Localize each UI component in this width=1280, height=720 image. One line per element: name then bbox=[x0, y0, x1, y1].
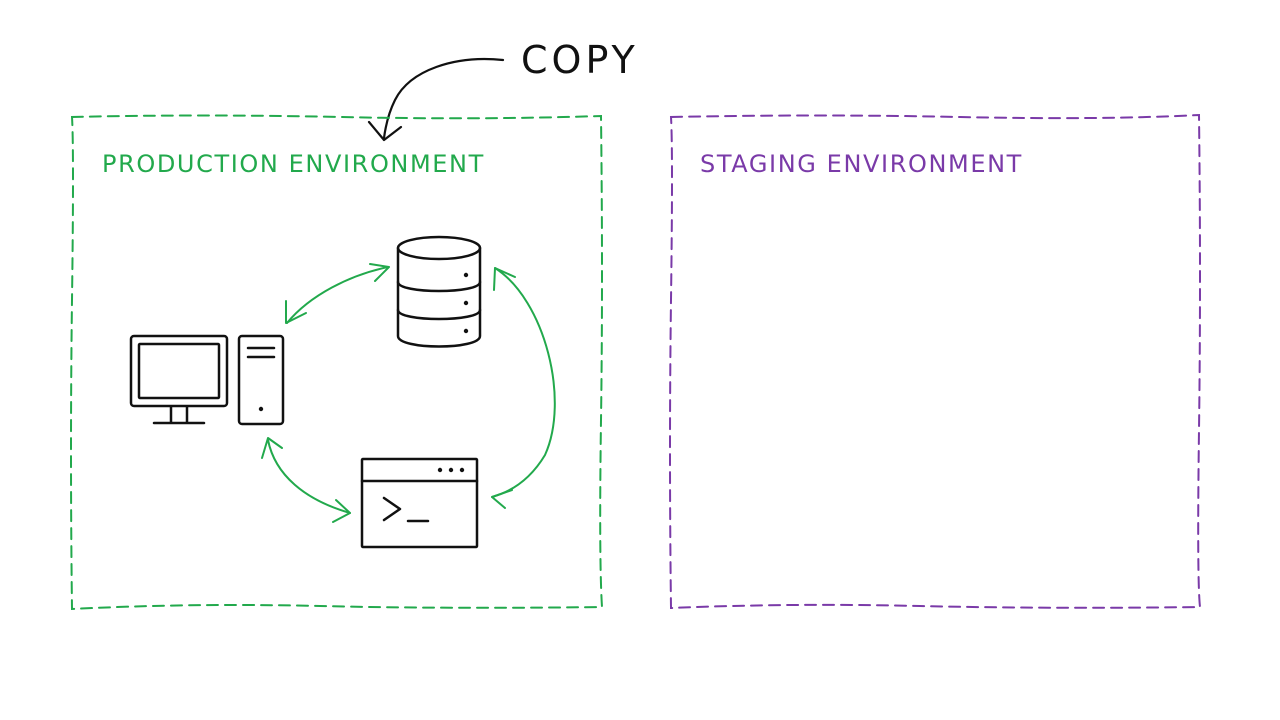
staging-environment-title: STAGING ENVIRONMENT bbox=[700, 150, 1023, 178]
connection-arrows bbox=[261, 263, 556, 523]
arrow-computer-terminal bbox=[261, 437, 351, 523]
arrow-database-terminal bbox=[491, 267, 556, 509]
database-icon bbox=[396, 235, 482, 348]
copy-arrow bbox=[367, 58, 505, 142]
desktop-computer-icon bbox=[129, 334, 285, 426]
production-environment-title: PRODUCTION ENVIRONMENT bbox=[102, 150, 485, 178]
production-environment-box bbox=[70, 114, 604, 611]
copy-label: COPY bbox=[521, 38, 639, 82]
terminal-window-icon bbox=[360, 457, 479, 549]
staging-environment-box bbox=[669, 113, 1202, 610]
arrow-computer-database bbox=[285, 263, 390, 324]
